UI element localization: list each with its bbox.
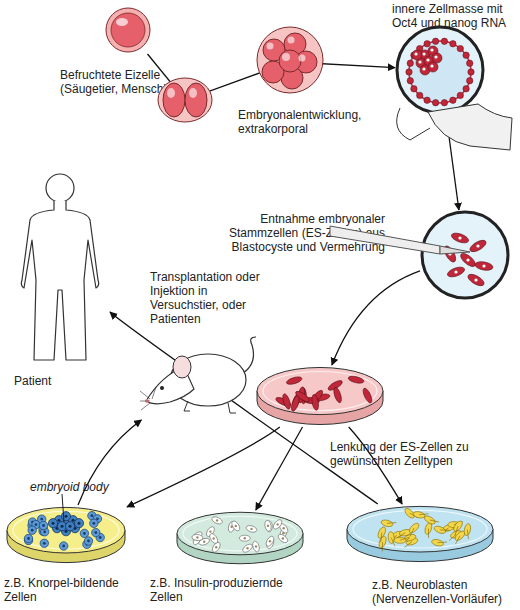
flow-arrow [446,115,459,210]
pipette [330,226,470,254]
caption-text: innere Zellmasse mit Oct4 und nanog RNA [392,2,518,30]
leader-line [62,494,64,522]
caption-text: Lenkung der ES-Zellen zu gewünschten Zel… [330,440,495,468]
callout-label: embryoid body [30,480,120,494]
caption-text: Befruchtete Eizelle (Säugetier, Mensch) [60,68,180,96]
petri-dish [345,504,495,564]
flow-arrow [256,427,303,510]
es-dish-node: Lenkung der ES-Zellen zu gewünschten Zel… [255,365,385,427]
blastocyst-node: innere Zellmasse mit Oct4 und nanog RNA [395,25,485,115]
flow-arrow [148,54,396,100]
petri-dish [255,365,385,427]
neuroblast-dish-node: z.B. Neuroblasten (Nervenzellen-Vorläufe… [345,504,495,564]
egg-cell [104,6,152,54]
flow-arrow [332,271,420,365]
patient-node: Patient [10,170,110,365]
lens-holder-edge [397,108,430,140]
egg-node: Befruchtete Eizelle (Säugetier, Mensch) [104,6,152,54]
caption-text: z.B. Knorpel-bildende Zellen [4,576,130,604]
insulin-dish-node: z.B. Insulin-produziernde Zellen [175,510,305,566]
petri-dish [5,505,127,565]
caption-text: Patient [14,374,104,388]
caption-text: Entnahme embryonaler Stammzellen (ES-Zel… [200,212,385,254]
mouse-node: Transplantation oder Injektion in Versuc… [140,335,260,420]
blastocyst-lens [395,25,485,115]
two-cell-embryo [158,78,212,122]
cartilage-dish-node: z.B. Knorpel-bildende Zellen [5,505,127,565]
caption-text: z.B. Insulin-produziernde Zellen [150,576,310,604]
lens-holder [428,104,512,150]
mouse-illustration [140,335,260,420]
caption-text: z.B. Neuroblasten (Nervenzellen-Vorläufe… [372,578,520,606]
caption-text: Transplantation oder Injektion in Versuc… [150,270,260,326]
edge-label: Embryonalentwicklung, extrakorporal [238,108,378,136]
morula-embryo [257,27,323,93]
flow-arrow [127,427,280,507]
petri-dish [175,510,305,566]
patient-figure [10,170,110,365]
extraction-node: Entnahme embryonaler Stammzellen (ES-Zel… [420,210,510,300]
magnifier-lens [420,210,510,300]
